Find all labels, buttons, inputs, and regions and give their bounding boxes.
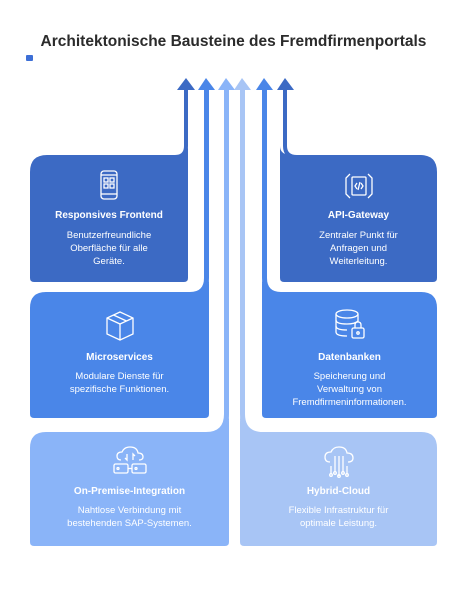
card-title: API-Gateway bbox=[327, 210, 390, 221]
desc-line: Geräte. bbox=[93, 256, 125, 267]
desc-line: Weiterleitung. bbox=[329, 256, 388, 267]
card-bg-microservices bbox=[30, 278, 209, 418]
card-title: On-Premise-Integration bbox=[73, 486, 186, 497]
cube-icon bbox=[105, 311, 134, 341]
card-description: Zentraler Punkt für Anfragen und Weiterl… bbox=[280, 229, 437, 268]
mobile-phone-icon bbox=[100, 170, 118, 200]
arrowhead-4 bbox=[234, 78, 251, 90]
card-bg-on-premise bbox=[30, 414, 229, 546]
arrowhead-2 bbox=[198, 78, 215, 90]
card-hybrid-cloud: Hybrid-Cloud Flexible Infrastruktur für … bbox=[240, 436, 437, 546]
desc-line: Fremdfirmeninformationen. bbox=[292, 397, 407, 408]
card-bg-api-gateway bbox=[280, 146, 437, 282]
card-bg-responsive-frontend bbox=[30, 146, 188, 282]
card-title: Datenbanken bbox=[318, 352, 381, 363]
brand-logo bbox=[26, 55, 35, 61]
card-description: Nahtlose Verbindung mit bestehenden SAP-… bbox=[30, 504, 229, 530]
arrowhead-6 bbox=[277, 78, 294, 90]
card-description: Speicherung und Verwaltung von Fremdfirm… bbox=[262, 370, 437, 409]
desc-line: Modulare Dienste für bbox=[75, 371, 164, 382]
card-title: Microservices bbox=[86, 352, 153, 363]
desc-line: Flexible Infrastruktur für bbox=[288, 505, 389, 516]
brand-mark-icon bbox=[26, 55, 33, 61]
card-description: Flexible Infrastruktur für optimale Leis… bbox=[240, 504, 437, 530]
desc-line: Verwaltung von bbox=[317, 384, 382, 395]
card-description: Modulare Dienste für spezifische Funktio… bbox=[30, 370, 209, 396]
card-title: Hybrid-Cloud bbox=[306, 486, 371, 497]
code-brackets-icon bbox=[344, 173, 373, 199]
card-bg-datenbanken bbox=[262, 278, 437, 418]
card-api-gateway: API-Gateway Zentraler Punkt für Anfragen… bbox=[280, 160, 437, 282]
card-title: Responsives Frontend bbox=[55, 210, 163, 221]
arrowhead-5 bbox=[256, 78, 273, 90]
cloud-network-icon bbox=[323, 446, 354, 478]
card-microservices: Microservices Modulare Dienste für spezi… bbox=[30, 296, 209, 418]
desc-line: optimale Leistung. bbox=[299, 518, 378, 529]
card-responsive-frontend: Responsives Frontend Benutzerfreundliche… bbox=[30, 160, 188, 282]
card-datenbanken: Datenbanken Speicherung und Verwaltung v… bbox=[262, 296, 437, 418]
card-on-premise-integration: On-Premise-Integration Nahtlose Verbindu… bbox=[30, 436, 229, 546]
arrowhead-3 bbox=[218, 78, 235, 90]
desc-line: spezifische Funktionen. bbox=[69, 384, 170, 395]
arrowhead-1 bbox=[177, 78, 195, 90]
card-bg-hybrid-cloud bbox=[240, 414, 437, 546]
desc-line: Benutzerfreundliche bbox=[66, 230, 152, 241]
desc-line: bestehenden SAP-Systemen. bbox=[67, 518, 192, 529]
diagram-title: Architektonische Bausteine des Fremdfirm… bbox=[40, 33, 427, 50]
database-lock-icon bbox=[334, 309, 365, 339]
desc-line: Anfragen und bbox=[329, 243, 388, 254]
desc-line: Oberfläche für alle bbox=[70, 243, 148, 254]
desc-line: Nahtlose Verbindung mit bbox=[77, 505, 182, 516]
desc-line: Zentraler Punkt für bbox=[319, 230, 398, 241]
server-sync-icon bbox=[112, 446, 147, 474]
desc-line: Speicherung und bbox=[313, 371, 386, 382]
card-description: Benutzerfreundliche Oberfläche für alle … bbox=[30, 229, 188, 268]
